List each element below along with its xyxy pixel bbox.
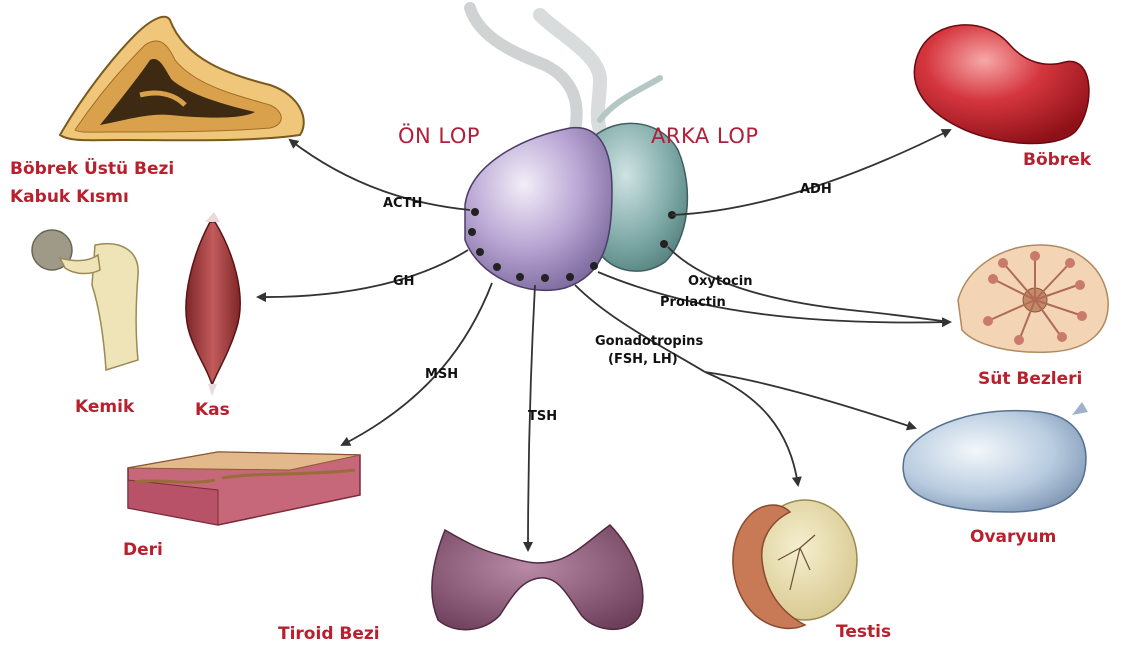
bone-illustration: [32, 230, 138, 370]
organ-label-skin: Deri: [123, 540, 163, 560]
anterior-lobe: [465, 128, 612, 291]
organ-label-testis: Testis: [836, 622, 891, 642]
mammary-gland-illustration: [958, 245, 1108, 352]
organ-label-thyroid: Tiroid Bezi: [278, 624, 380, 644]
testis-illustration: [733, 500, 857, 628]
hormone-label-oxytocin: Oxytocin: [688, 274, 752, 289]
organ-label-ovary: Ovaryum: [970, 527, 1056, 547]
organ-label-adrenal-line2: Kabuk Kısmı: [10, 187, 129, 207]
hormone-label-msh: MSH: [425, 367, 458, 382]
hormone-label-tsh: TSH: [528, 409, 557, 424]
hormone-label-gh: GH: [393, 274, 415, 289]
pituitary-gland: [465, 123, 687, 290]
kidney-illustration: [914, 25, 1089, 144]
hormone-label-fsh-lh: (FSH, LH): [608, 352, 678, 367]
pituitary-stalk: [470, 8, 660, 130]
organ-label-adrenal-line1: Böbrek Üstü Bezi: [10, 157, 174, 179]
hormone-label-acth: ACTH: [383, 196, 422, 211]
anterior-lobe-label: ÖN LOP: [398, 123, 480, 148]
organ-label-muscle: Kas: [195, 400, 230, 420]
organ-label-kidney: Böbrek: [1023, 150, 1092, 170]
thyroid-illustration: [432, 525, 643, 630]
hormone-label-prolactin: Prolactin: [660, 295, 726, 310]
ovary-illustration: [903, 402, 1088, 512]
muscle-illustration: [186, 212, 240, 396]
skin-illustration: [128, 452, 360, 525]
adrenal-gland-illustration: [60, 17, 304, 140]
organ-label-bone: Kemik: [75, 397, 135, 417]
hormone-label-adh: ADH: [800, 182, 832, 197]
organ-label-mammary: Süt Bezleri: [978, 369, 1082, 389]
hormone-label-gonadotropins: Gonadotropins: [595, 334, 703, 349]
posterior-lobe-label: ARKA LOP: [651, 124, 759, 148]
